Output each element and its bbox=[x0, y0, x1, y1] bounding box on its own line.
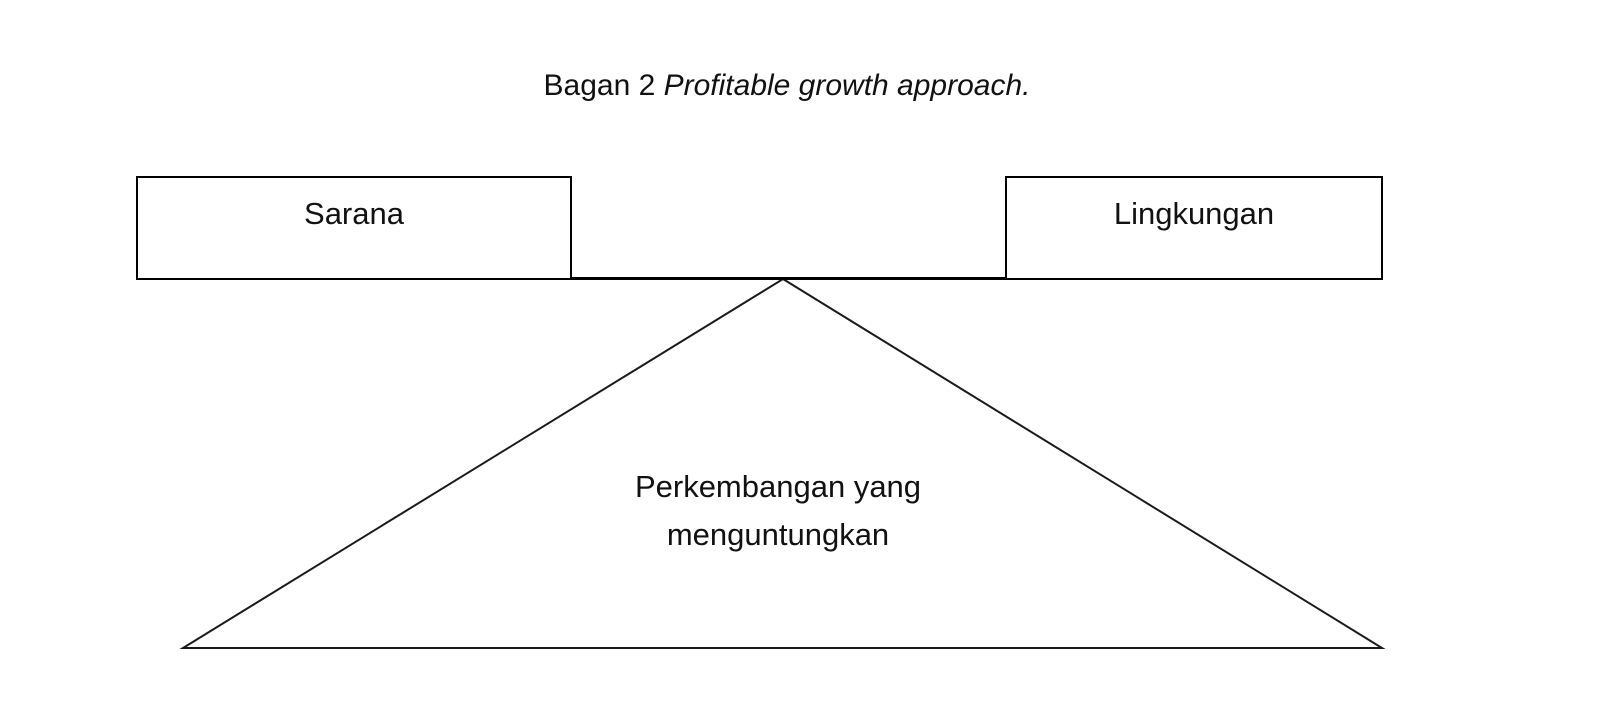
concept-box-lingkungan[interactable]: Lingkungan bbox=[1005, 176, 1383, 280]
figure-caption: Bagan 2 Profitable growth approach. bbox=[0, 66, 1574, 106]
figure-caption-label: Bagan 2 bbox=[543, 69, 664, 102]
triangle-label-line-1: Perkembangan yang bbox=[634, 469, 922, 504]
concept-box-sarana-label: Sarana bbox=[304, 196, 404, 231]
triangle-label-line-2: menguntungkan bbox=[666, 517, 890, 552]
figure-caption-title: Profitable growth approach. bbox=[663, 69, 1031, 102]
box-connector-line bbox=[568, 277, 1008, 280]
triangle-label: Perkembangan yang menguntungkan bbox=[478, 463, 1078, 559]
concept-box-lingkungan-label: Lingkungan bbox=[1113, 196, 1275, 231]
concept-box-sarana[interactable]: Sarana bbox=[136, 176, 572, 280]
